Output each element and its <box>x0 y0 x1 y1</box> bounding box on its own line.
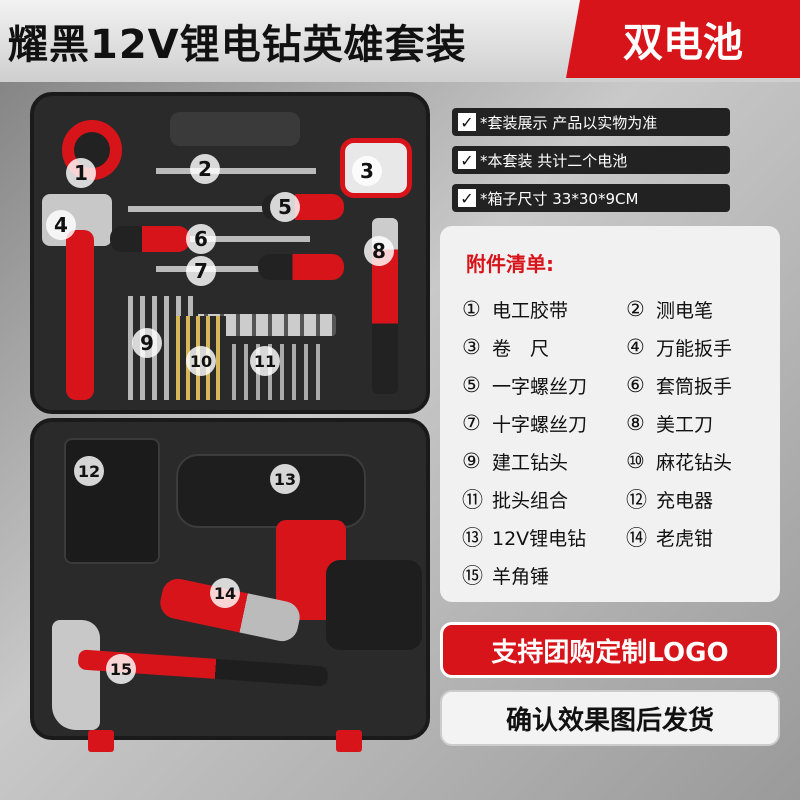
part-number: ⑬ <box>462 526 483 550</box>
part-item: ⑪ 批头组合 <box>462 482 626 516</box>
tool-marker-15: 15 <box>106 654 136 684</box>
part-label: 卷 尺 <box>492 337 550 360</box>
tool-marker-9: 9 <box>132 328 162 358</box>
part-label: 建工钻头 <box>492 451 569 474</box>
part-item: ⑫ 充电器 <box>626 482 772 516</box>
part-number: ⑤ <box>462 373 481 397</box>
tool-marker-2: 2 <box>190 154 220 184</box>
part-number: ⑧ <box>626 411 645 435</box>
charger-image <box>64 438 160 564</box>
tool-marker-3: 3 <box>352 156 382 186</box>
part-item: ⑦ 十字螺丝刀 <box>462 406 626 440</box>
part-item: ② 测电笔 <box>626 292 772 326</box>
screwdriver-bits-image <box>232 344 328 400</box>
test-pen-image <box>156 168 316 174</box>
tool-marker-7: 7 <box>186 256 216 286</box>
part-number: ⑮ <box>462 564 483 588</box>
part-number: ⑪ <box>462 488 483 512</box>
part-label: 羊角锤 <box>492 565 550 588</box>
checkbox-icon: ✓ <box>458 113 476 132</box>
part-label: 12V锂电钻 <box>492 527 587 550</box>
tool-marker-8: 8 <box>364 236 394 266</box>
custom-logo-button[interactable]: 支持团购定制LOGO <box>440 622 780 678</box>
part-number: ② <box>626 297 645 321</box>
drill-battery-image <box>326 560 422 650</box>
part-item: ⑧ 美工刀 <box>626 406 772 440</box>
case-latch-right <box>336 730 362 752</box>
part-label: 一字螺丝刀 <box>492 375 588 398</box>
part-number: ⑥ <box>626 373 645 397</box>
product-title: 耀黑12V锂电钻英雄套装 <box>8 22 467 68</box>
phillips-screwdriver-handle-image <box>258 254 344 280</box>
tool-marker-10: 10 <box>186 346 216 376</box>
part-label: 万能扳手 <box>656 337 733 360</box>
part-label: 套筒扳手 <box>656 375 733 398</box>
checkbox-icon: ✓ <box>458 189 476 208</box>
confirm-shipping-button[interactable]: 确认效果图后发货 <box>440 690 780 746</box>
parts-list-panel: 附件清单: ① 电工胶带 ② 测电笔 ③ 卷 尺 ④ 万能扳手 ⑤ 一字螺丝刀 ⑥ 套筒扳手… <box>440 226 780 602</box>
part-item: ⑨ 建工钻头 <box>462 444 626 478</box>
info-tag-text: *箱子尺寸 33*30*9CM <box>480 189 639 208</box>
tool-marker-4: 4 <box>46 210 76 240</box>
drill-body-image <box>176 454 366 528</box>
part-item: ⑤ 一字螺丝刀 <box>462 368 626 402</box>
hammer-head-image <box>52 620 100 730</box>
checkbox-icon: ✓ <box>458 151 476 170</box>
info-tag-text: *本套装 共计二个电池 <box>480 151 628 170</box>
tool-marker-11: 11 <box>250 346 280 376</box>
tool-marker-12: 12 <box>74 456 104 486</box>
socket-wrench-handle-image <box>110 226 190 252</box>
part-number: ⑨ <box>462 449 481 473</box>
info-tag-text: *套装展示 产品以实物为准 <box>480 113 658 132</box>
part-number: ⑭ <box>626 526 647 550</box>
part-label: 麻花钻头 <box>656 451 733 474</box>
parts-list-grid: ① 电工胶带 ② 测电笔 ③ 卷 尺 ④ 万能扳手 ⑤ 一字螺丝刀 ⑥ 套筒扳手 ⑦ 十字螺丝… <box>462 292 772 592</box>
part-item: ① 电工胶带 <box>462 292 626 326</box>
flat-screwdriver-shaft-image <box>128 206 278 212</box>
part-label: 批头组合 <box>492 489 569 512</box>
part-label: 电工胶带 <box>492 299 569 322</box>
socket-wrench-shaft-image <box>190 236 310 242</box>
part-number: ⑦ <box>462 411 481 435</box>
tool-marker-13: 13 <box>270 464 300 494</box>
case-latch-left <box>88 730 114 752</box>
adjustable-wrench-handle-image <box>66 230 94 400</box>
part-label: 十字螺丝刀 <box>492 413 588 436</box>
part-label: 测电笔 <box>656 299 714 322</box>
tool-marker-5: 5 <box>270 192 300 222</box>
part-number: ⑩ <box>626 449 645 473</box>
dual-battery-badge: 双电池 <box>566 0 800 78</box>
tool-marker-14: 14 <box>210 578 240 608</box>
part-item: ⑮ 羊角锤 <box>462 558 626 592</box>
part-number: ③ <box>462 335 481 359</box>
part-label: 充电器 <box>656 489 714 512</box>
part-item: ⑬ 12V锂电钻 <box>462 520 626 554</box>
part-number: ① <box>462 297 481 321</box>
case-handle <box>170 112 300 146</box>
part-item: ⑭ 老虎钳 <box>626 520 772 554</box>
part-item: ③ 卷 尺 <box>462 330 626 364</box>
tool-marker-1: 1 <box>66 158 96 188</box>
part-item: ⑩ 麻花钻头 <box>626 444 772 478</box>
part-item: ④ 万能扳手 <box>626 330 772 364</box>
info-tag-size: ✓ *箱子尺寸 33*30*9CM <box>452 184 730 212</box>
tool-marker-6: 6 <box>186 224 216 254</box>
part-item: ⑥ 套筒扳手 <box>626 368 772 402</box>
parts-list-title: 附件清单: <box>466 252 554 276</box>
info-tag-display: ✓ *套装展示 产品以实物为准 <box>452 108 730 136</box>
info-tag-battery: ✓ *本套装 共计二个电池 <box>452 146 730 174</box>
part-number: ④ <box>626 335 645 359</box>
part-label: 美工刀 <box>656 413 714 436</box>
part-label: 老虎钳 <box>656 527 714 550</box>
part-number: ⑫ <box>626 488 647 512</box>
